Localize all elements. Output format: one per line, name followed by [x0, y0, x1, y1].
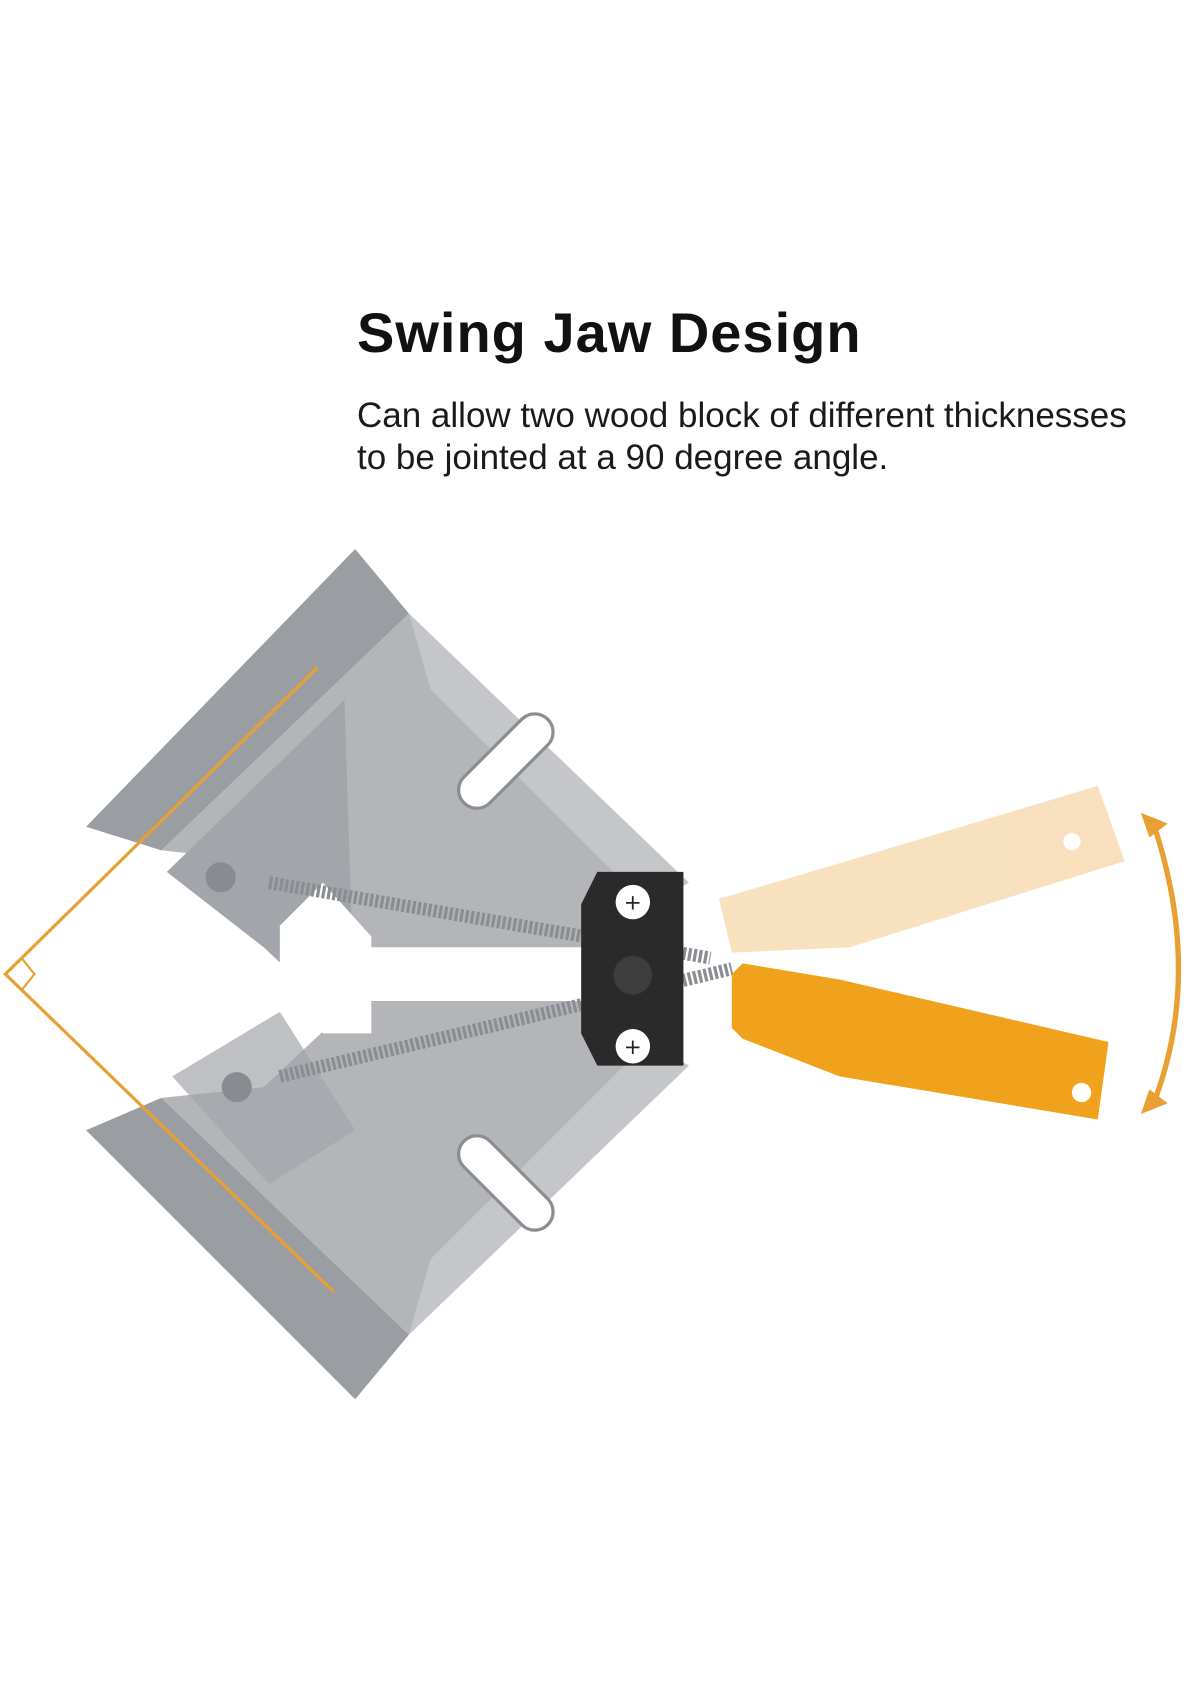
- handle: [731, 963, 1109, 1120]
- wood-block-outline: [3, 666, 335, 1293]
- handle-faded: [718, 785, 1125, 953]
- screw-head-icon: +: [624, 891, 642, 916]
- lower-screw: [278, 962, 734, 1083]
- right-angle-marker: [20, 957, 36, 991]
- pivot-block: + +: [581, 871, 684, 1066]
- swing-arrow-icon: [1149, 817, 1182, 1110]
- lower-jaw: [86, 1001, 689, 1400]
- screw-head-icon: +: [624, 1035, 642, 1060]
- jaw-opening: [279, 882, 372, 1034]
- feature-heading: Swing Jaw Design: [357, 301, 862, 364]
- description-line: Can allow two wood block of different th…: [357, 396, 1127, 435]
- description-line: to be jointed at a 90 degree angle.: [357, 438, 889, 477]
- feature-description: Can allow two wood block of different th…: [357, 395, 1197, 479]
